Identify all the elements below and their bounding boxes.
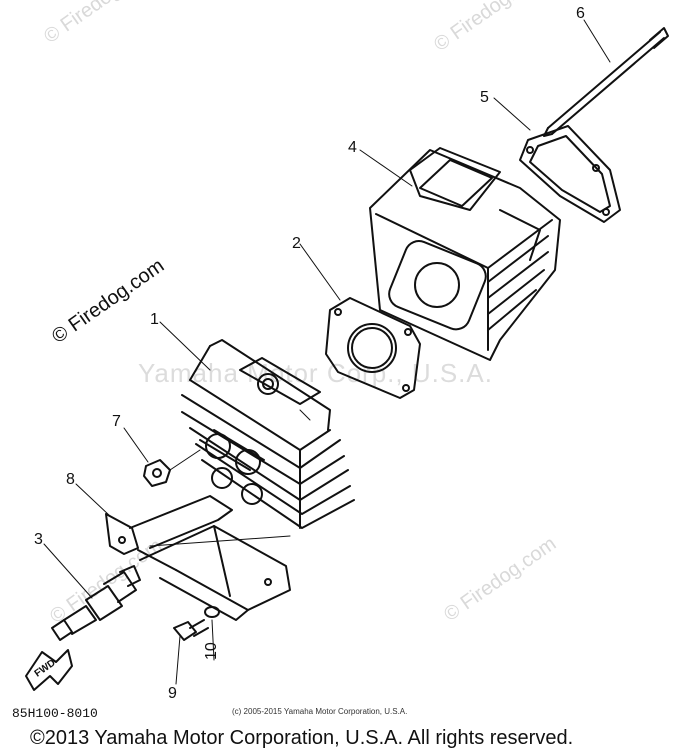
callout-5: 5 — [480, 89, 489, 106]
callout-7: 7 — [112, 413, 121, 430]
watermark-center: Yamaha Motor Corp., U.S.A. — [138, 358, 493, 388]
callout-8: 8 — [66, 471, 75, 488]
fwd-arrow — [25, 649, 73, 691]
bracket-part — [105, 495, 291, 621]
callout-3: 3 — [34, 531, 43, 548]
cylinder-gasket-part — [325, 297, 421, 399]
leader-lines — [43, 19, 611, 685]
callout-1: 1 — [150, 311, 159, 328]
footer-copyright: ©2013 Yamaha Motor Corporation, U.S.A. A… — [30, 727, 574, 749]
stud-bolt-part — [543, 27, 669, 137]
cylinder-head-part — [369, 147, 561, 361]
spark-plug-part — [51, 565, 141, 641]
nut-part — [143, 459, 171, 487]
small-copyright: (c) 2005-2015 Yamaha Motor Corporation, … — [232, 707, 408, 716]
head-gasket-part — [519, 125, 621, 223]
callout-9: 9 — [168, 685, 177, 702]
bolt-part — [173, 619, 209, 641]
callout-10: 10 — [203, 642, 220, 660]
callout-6: 6 — [576, 5, 585, 22]
callout-2: 2 — [292, 235, 301, 252]
callout-4: 4 — [348, 139, 357, 156]
part-code: 85H100-8010 — [12, 706, 98, 721]
cylinder-part — [181, 339, 355, 529]
washer-part — [204, 606, 220, 618]
